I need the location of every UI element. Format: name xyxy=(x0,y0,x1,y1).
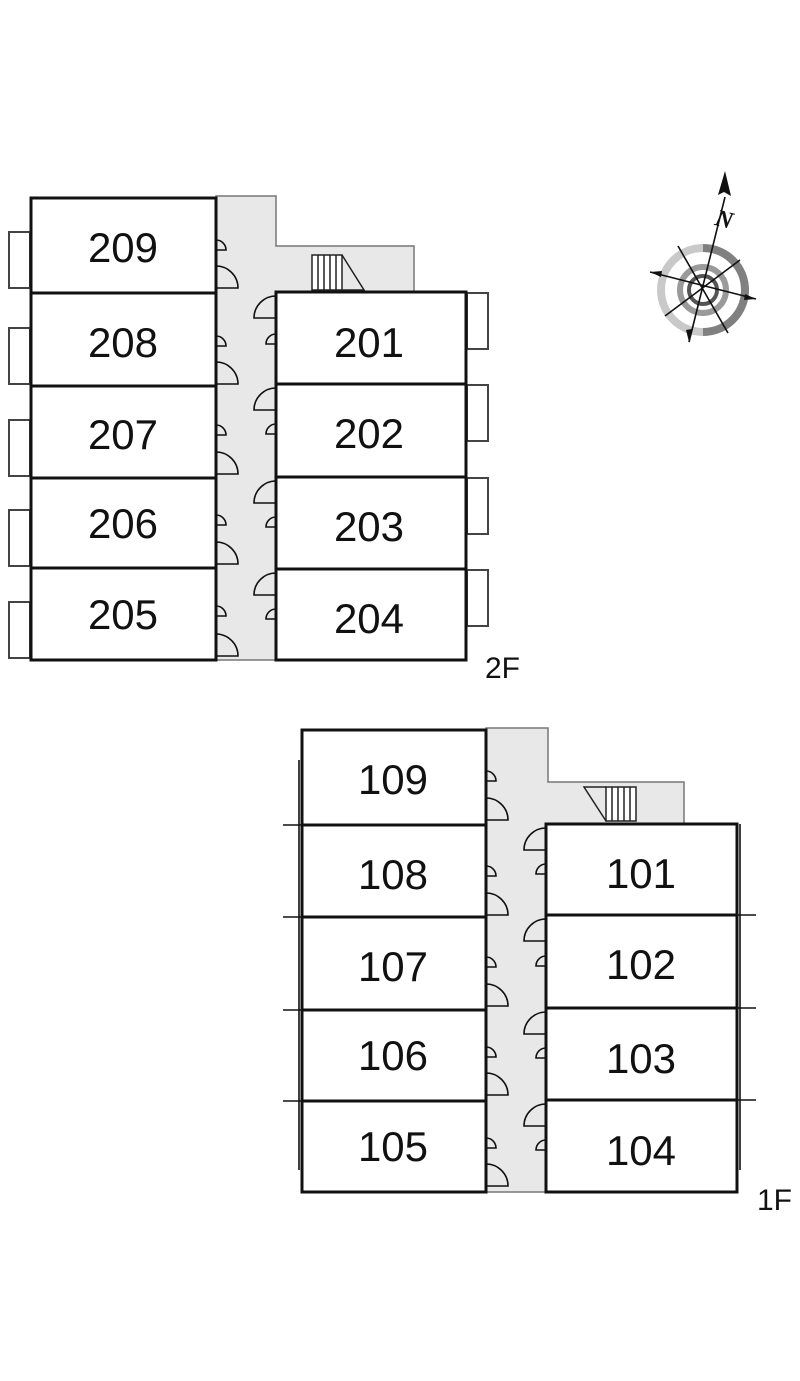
unit-207 xyxy=(29,384,218,480)
doors-2f xyxy=(215,239,277,657)
balcony-208 xyxy=(8,327,31,385)
unit-201 xyxy=(274,290,468,386)
unit-103 xyxy=(544,1006,739,1102)
unit-label: 106 xyxy=(358,1032,428,1079)
unit-206 xyxy=(29,476,218,570)
staircase-2f xyxy=(311,254,366,291)
balcony-204 xyxy=(466,569,489,627)
unit-label: 202 xyxy=(334,410,404,457)
balcony-203 xyxy=(466,477,489,535)
unit-label: 201 xyxy=(334,319,404,366)
balcony-207 xyxy=(8,419,31,477)
unit-label: 105 xyxy=(358,1123,428,1170)
unit-label: 103 xyxy=(606,1035,676,1082)
unit-202 xyxy=(274,382,468,479)
floor-label-2f: 2F xyxy=(485,652,520,685)
unit-105 xyxy=(300,1099,488,1194)
balcony-209 xyxy=(8,231,31,289)
balcony-205 xyxy=(8,601,31,659)
unit-label: 102 xyxy=(606,941,676,988)
doors-1f xyxy=(485,770,547,1187)
balcony-201 xyxy=(466,292,489,350)
unit-label: 207 xyxy=(88,411,158,458)
unit-label: 107 xyxy=(358,943,428,990)
balcony-202 xyxy=(466,384,489,442)
unit-label: 205 xyxy=(88,591,158,638)
unit-label: 204 xyxy=(334,595,404,642)
floor-2f: 209 208 207 206 205 201 202 203 204 2F xyxy=(8,195,520,685)
unit-label: 206 xyxy=(88,500,158,547)
unit-104 xyxy=(544,1098,739,1194)
unit-203 xyxy=(274,475,468,571)
unit-109 xyxy=(300,728,488,827)
unit-label: 208 xyxy=(88,319,158,366)
unit-102 xyxy=(544,913,739,1010)
unit-208 xyxy=(29,291,218,388)
unit-label: 203 xyxy=(334,503,404,550)
unit-label: 109 xyxy=(358,756,428,803)
unit-106 xyxy=(300,1008,488,1103)
unit-label: 104 xyxy=(606,1127,676,1174)
balcony-206 xyxy=(8,509,31,567)
unit-204 xyxy=(274,567,468,662)
unit-205 xyxy=(29,566,218,662)
unit-108 xyxy=(300,823,488,919)
floor-1f: 109 108 107 106 105 101 102 103 104 1F xyxy=(283,727,792,1217)
floor-label-1f: 1F xyxy=(757,1184,792,1217)
north-label: N xyxy=(711,205,737,235)
compass-icon: N xyxy=(649,171,757,343)
unit-label: 101 xyxy=(606,850,676,897)
staircase-1f xyxy=(582,786,637,822)
unit-label: 209 xyxy=(88,224,158,271)
unit-label: 108 xyxy=(358,851,428,898)
